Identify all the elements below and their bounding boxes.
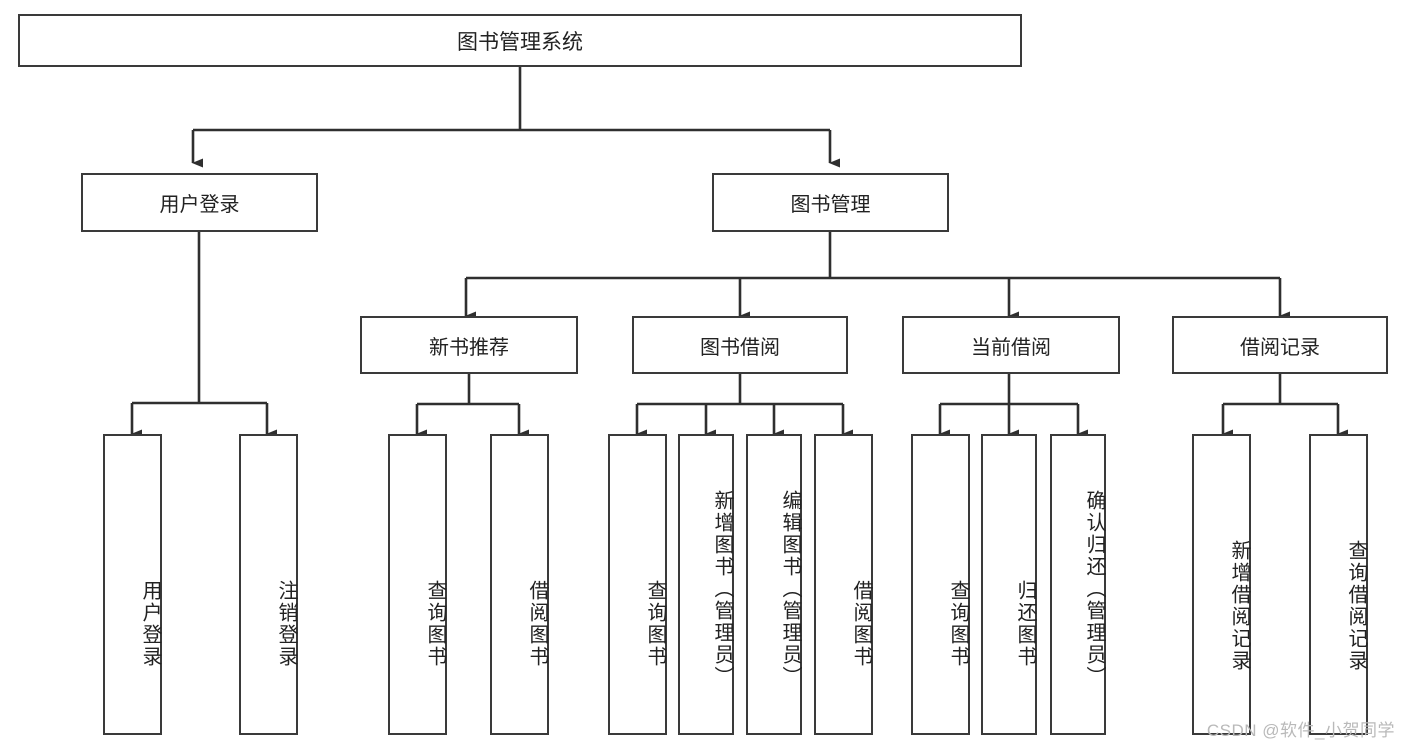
leaf-node-return-book[interactable]: 归还图书 [981, 434, 1037, 735]
node-current-borrow[interactable]: 当前借阅 [902, 316, 1120, 374]
node-borrow-record[interactable]: 借阅记录 [1172, 316, 1388, 374]
leaf-node-query-book-3[interactable]: 查询图书 [911, 434, 970, 735]
csdn-watermark: CSDN @软件_小贺同学 [1206, 721, 1395, 740]
node-label: 注销登录 [275, 579, 297, 668]
node-label: 确认归还（管理员） [1083, 489, 1105, 688]
node-label: 用户登录 [159, 194, 240, 216]
node-label: 当前借阅 [971, 336, 1051, 359]
node-label: 图书管理 [790, 194, 871, 216]
node-label: 用户登录 [139, 579, 161, 668]
leaf-node-edit-book[interactable]: 编辑图书（管理员） [746, 434, 802, 735]
leaf-node-user-login[interactable]: 用户登录 [103, 434, 162, 735]
leaf-node-add-record[interactable]: 新增借阅记录 [1192, 434, 1251, 735]
node-label: 新书推荐 [429, 336, 509, 359]
node-label: 编辑图书（管理员） [779, 489, 801, 688]
node-label: 查询图书 [644, 579, 666, 668]
node-label: 新增借阅记录 [1228, 539, 1250, 672]
leaf-node-logout[interactable]: 注销登录 [239, 434, 298, 735]
leaf-node-borrow-book-1[interactable]: 借阅图书 [490, 434, 549, 735]
leaf-node-confirm-return[interactable]: 确认归还（管理员） [1050, 434, 1106, 735]
node-label: 借阅图书 [526, 579, 548, 668]
leaf-node-borrow-book-2[interactable]: 借阅图书 [814, 434, 873, 735]
leaf-node-query-book-2[interactable]: 查询图书 [608, 434, 667, 735]
leaf-node-query-book-1[interactable]: 查询图书 [388, 434, 447, 735]
node-label: 借阅记录 [1240, 336, 1320, 359]
node-user-login[interactable]: 用户登录 [81, 173, 318, 232]
node-book-management-system[interactable]: 图书管理系统 [18, 14, 1022, 67]
node-book-borrow[interactable]: 图书借阅 [632, 316, 848, 374]
node-label: 图书借阅 [700, 336, 780, 359]
node-book-management[interactable]: 图书管理 [712, 173, 949, 232]
node-label: 查询图书 [947, 579, 969, 668]
node-label: 借阅图书 [850, 579, 872, 668]
node-label: 查询借阅记录 [1345, 539, 1367, 672]
node-new-book-recommend[interactable]: 新书推荐 [360, 316, 578, 374]
leaf-node-add-book[interactable]: 新增图书（管理员） [678, 434, 734, 735]
node-label: 新增图书（管理员） [711, 489, 733, 688]
node-label: 归还图书 [1014, 579, 1036, 668]
node-label: 图书管理系统 [457, 30, 583, 54]
node-label: 查询图书 [424, 579, 446, 668]
leaf-node-query-record[interactable]: 查询借阅记录 [1309, 434, 1368, 735]
